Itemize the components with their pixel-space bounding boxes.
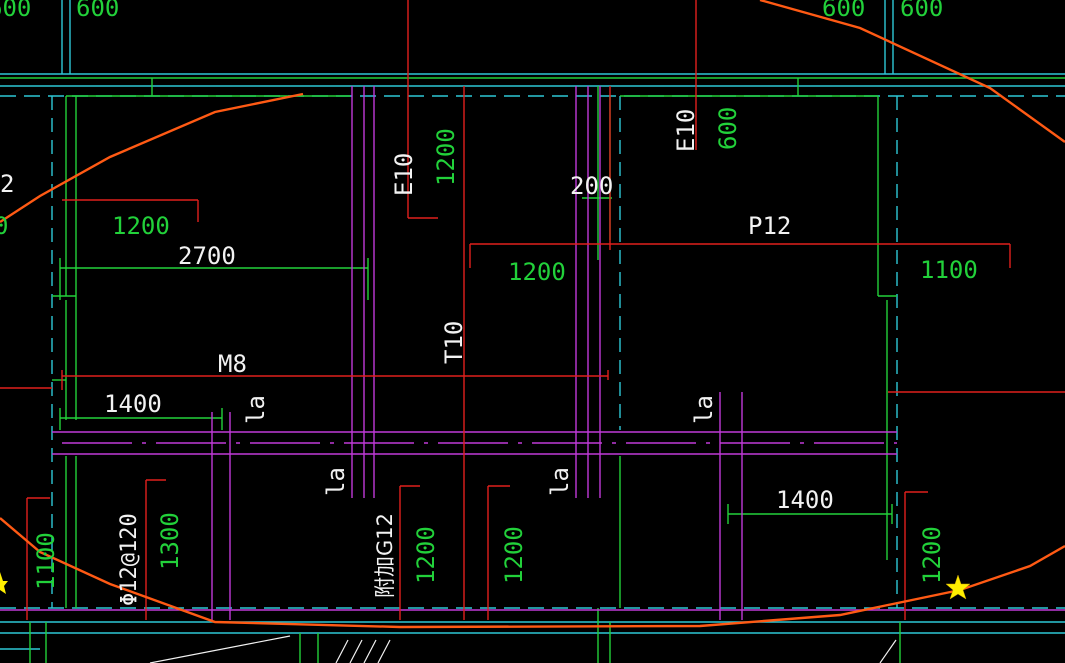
label-phi12-120: Φ12@120	[117, 513, 142, 606]
label-p12: P12	[748, 212, 791, 240]
label-la-2: la	[322, 467, 350, 496]
label-la-4: la	[690, 395, 718, 424]
red-bar-lines	[0, 0, 1065, 620]
label-e10-right-dim: 600	[714, 107, 742, 150]
dim-200: 200	[570, 172, 613, 200]
dim-1100-right: 1100	[920, 256, 978, 284]
dim-2700: 2700	[178, 242, 236, 270]
label-la-1: la	[242, 395, 270, 424]
label-t10: T10	[440, 321, 468, 364]
dim-1400-right: 1400	[776, 486, 834, 514]
yellow-star-marker-edge	[0, 572, 8, 594]
dim-1200-mid: 1200	[508, 258, 566, 286]
top-dim-600-b: 600	[76, 0, 119, 22]
green-structure-lines	[0, 77, 1065, 663]
top-dim-600-d: 600	[900, 0, 943, 22]
top-dim-600-a: 600	[0, 0, 31, 22]
top-dim-600-c: 600	[822, 0, 865, 22]
label-e10-left: E10	[390, 153, 418, 196]
label-la-3: la	[546, 467, 574, 496]
dim-1200-left: 1200	[112, 212, 170, 240]
dim-1400-left: 1400	[104, 390, 162, 418]
label-m8: M8	[218, 350, 247, 378]
dim-1200-bottom-3: 1200	[918, 526, 946, 584]
magenta-rebar-lines	[0, 86, 1065, 620]
label-e10-right: E10	[672, 109, 700, 152]
white-hatch-lines	[149, 635, 897, 663]
dim-1300: 1300	[156, 512, 184, 570]
orange-boundary-lines	[0, 0, 1065, 629]
yellow-star-marker	[945, 574, 971, 600]
dim-1200-bottom-1: 1200	[412, 526, 440, 584]
dim-1100-low: 1100	[32, 532, 60, 590]
edge-label-2: 2	[0, 170, 14, 198]
edge-label-0: 0	[0, 212, 8, 240]
label-g12: 附加G12	[373, 513, 397, 598]
label-e10-left-dim: 1200	[432, 128, 460, 186]
dim-1200-bottom-2: 1200	[500, 526, 528, 584]
